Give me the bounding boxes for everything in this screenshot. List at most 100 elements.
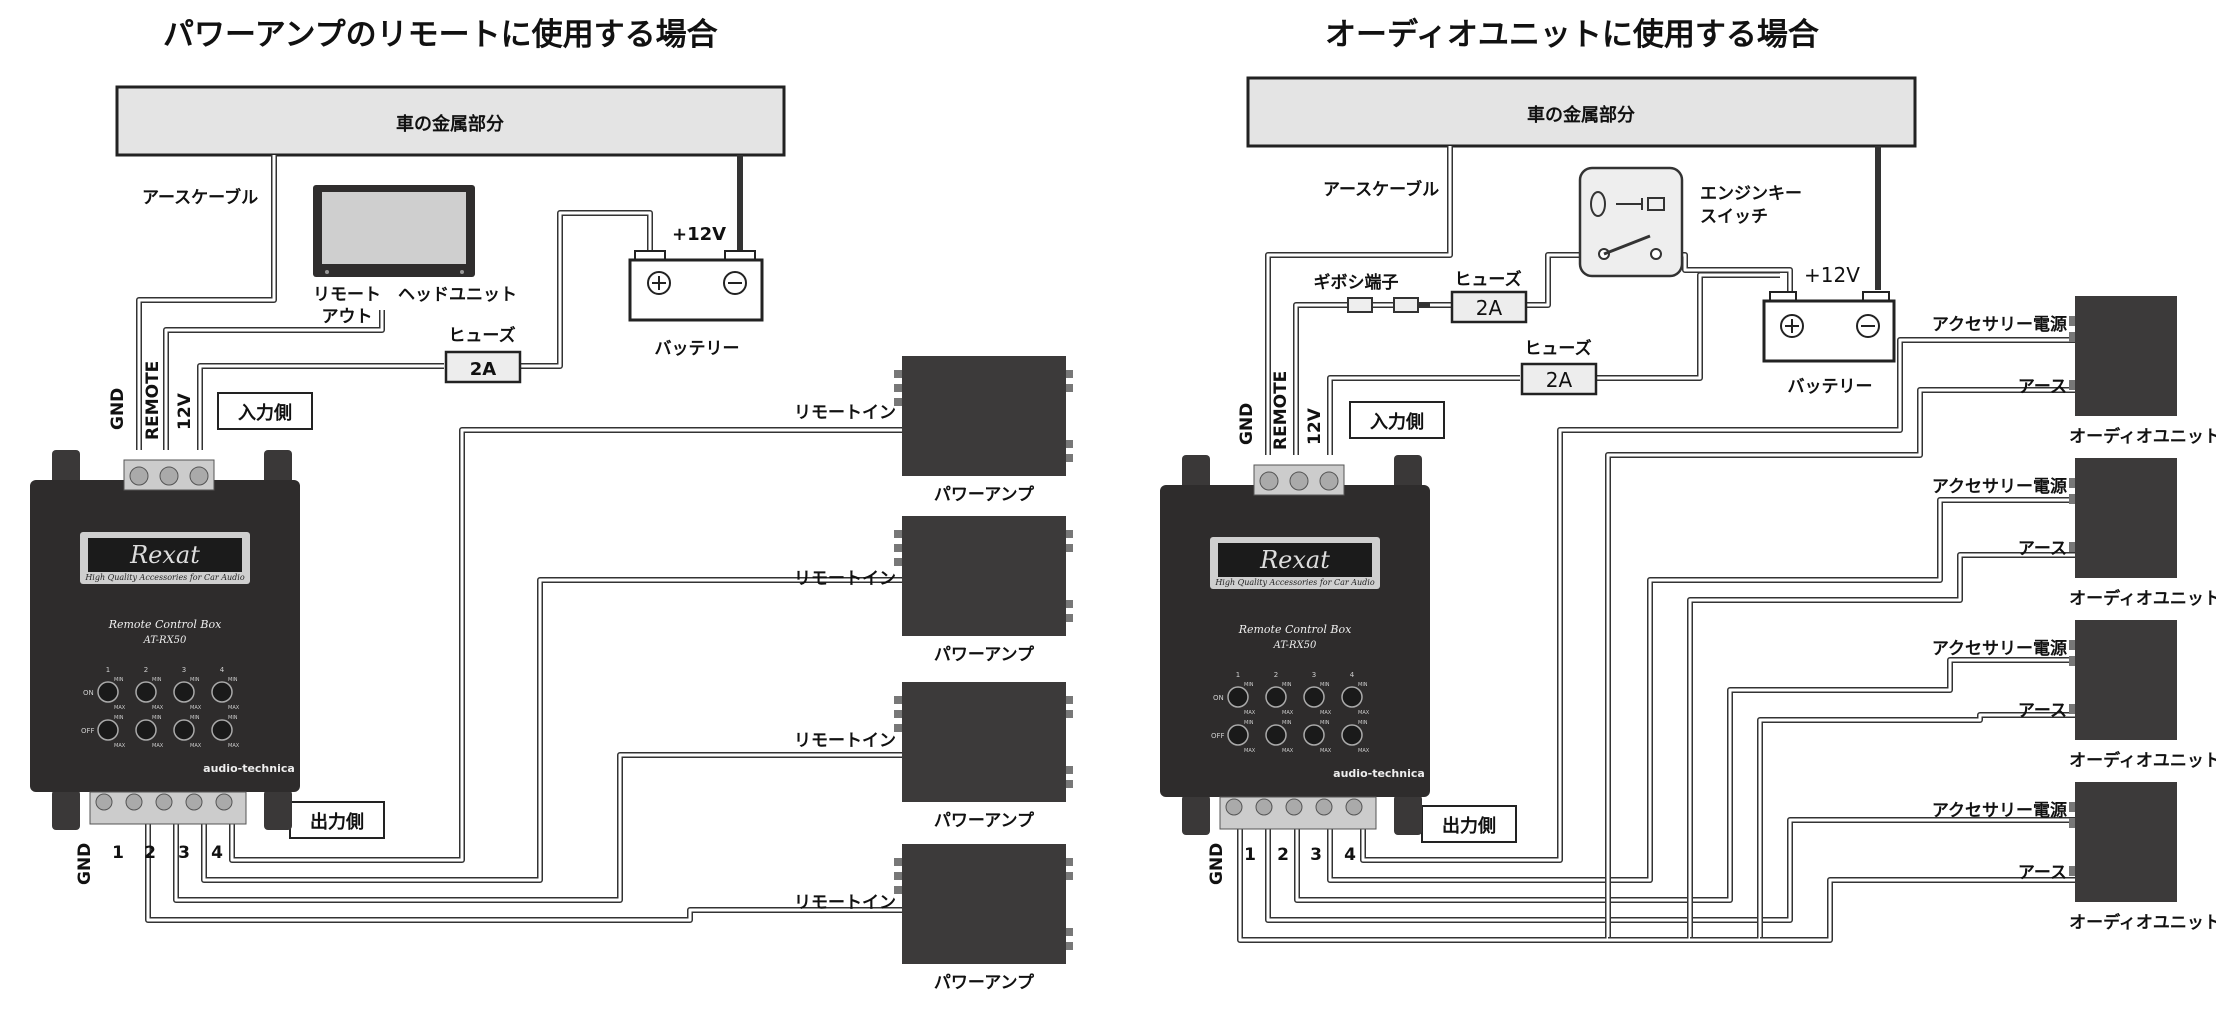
left-input-side: 入力側	[217, 392, 313, 430]
right-box-min-label: MIN	[1244, 720, 1254, 726]
right-box-channel-4: 4	[1350, 671, 1355, 679]
audio-unit-2-earth: アース	[2018, 539, 2067, 559]
right-title: オーディオユニットに使用する場合	[1325, 17, 1819, 53]
left-box-knob-2-on[interactable]	[135, 681, 157, 703]
gibosi-terminal: ギボシ端子	[1314, 272, 1430, 313]
right-box-min-label: MIN	[1358, 682, 1368, 688]
right-box-knob-4-off[interactable]	[1341, 724, 1363, 746]
left-output-terminal-labels: GND 1 2 3 4	[75, 843, 223, 885]
audio-unit-1-earth: アース	[2018, 377, 2067, 397]
right-battery-label: バッテリー	[1788, 377, 1873, 397]
power-amp-3-label: パワーアンプ	[934, 810, 1035, 831]
left-box-min-label: MIN	[228, 715, 238, 721]
power-amp-2: リモートイン パワーアンプ	[794, 516, 1073, 665]
right-box-on: ON	[1213, 694, 1224, 702]
left-box-knob-4-on[interactable]	[211, 681, 233, 703]
right-box-channel-3: 3	[1312, 671, 1316, 679]
left-metal-bar: 車の金属部分	[115, 85, 786, 157]
power-amp-2-remote-in: リモートイン	[794, 569, 896, 589]
right-box-max-label: MAX	[1282, 748, 1294, 754]
right-metal-bar-label: 車の金属部分	[1527, 104, 1635, 126]
left-out-4: 4	[211, 843, 223, 863]
right-box-max-label: MAX	[1282, 710, 1294, 716]
left-metal-bar-label: 車の金属部分	[396, 113, 504, 135]
left-box-knob-1-on[interactable]	[97, 681, 119, 703]
right-box-knob-4-on[interactable]	[1341, 686, 1363, 708]
right-box-knob-2-on[interactable]	[1265, 686, 1287, 708]
left-box-knob-3-on[interactable]	[173, 681, 195, 703]
left-box-min-label: MIN	[152, 677, 162, 683]
left-wires	[136, 155, 902, 923]
right-fuse-2-label: ヒューズ	[1524, 338, 1591, 359]
left-box-knob-1-off[interactable]	[97, 719, 119, 741]
right-box-max-label: MAX	[1358, 710, 1370, 716]
power-amp-3-remote-in: リモートイン	[794, 731, 896, 751]
power-amp-4-remote-in: リモートイン	[794, 893, 896, 913]
audio-unit-4-label: オーディオユニット	[2069, 912, 2216, 933]
right-box-knob-3-off[interactable]	[1303, 724, 1325, 746]
left-box-min-label: MIN	[190, 715, 200, 721]
right-output-terminal-labels: GND 1 2 3 4	[1207, 843, 1356, 885]
audio-unit-3-acc: アクセサリー電源	[1932, 638, 2067, 659]
left-box-min-label: MIN	[190, 677, 200, 683]
power-amp-1: リモートイン パワーアンプ	[794, 356, 1073, 505]
right-output-side: 出力側	[1421, 805, 1517, 843]
left-box-min-label: MIN	[114, 677, 124, 683]
right-box-max-label: MAX	[1358, 748, 1370, 754]
right-input-side-label: 入力側	[1370, 411, 1424, 433]
right-in-remote: REMOTE	[1271, 371, 1291, 450]
left-box-text: Rexat High Quality Accessories for Car A…	[81, 541, 295, 775]
audio-unit-3: アクセサリー電源 アース オーディオユニット	[1932, 620, 2216, 771]
audio-unit-2: アクセサリー電源 アース オーディオユニット	[1932, 458, 2216, 609]
right-out-2: 2	[1277, 845, 1289, 865]
right-box-model: AT-RX50	[1273, 640, 1317, 651]
left-box-knob-3-off[interactable]	[173, 719, 195, 741]
engine-switch-label-1: エンジンキー	[1700, 184, 1802, 204]
left-battery-label: バッテリー	[655, 339, 740, 359]
left-in-remote: REMOTE	[143, 361, 163, 440]
right-fuse-1-label: ヒューズ	[1454, 269, 1521, 290]
right-box-knob-3-on[interactable]	[1303, 686, 1325, 708]
right-box-off: OFF	[1211, 732, 1225, 740]
right-box-min-label: MIN	[1282, 682, 1292, 688]
right-box-max-label: MAX	[1244, 748, 1256, 754]
right-fuse-2-value: 2A	[1546, 368, 1573, 392]
left-box-channel-4: 4	[220, 666, 225, 674]
left-box-logo: Rexat	[129, 541, 200, 569]
left-fuse-label: ヒューズ	[448, 325, 515, 346]
left-box-off: OFF	[81, 727, 95, 735]
left-box-min-label: MIN	[114, 715, 124, 721]
right-box-min-label: MIN	[1244, 682, 1254, 688]
audio-unit-3-label: オーディオユニット	[2069, 750, 2216, 771]
right-box-knob-1-on[interactable]	[1227, 686, 1249, 708]
left-output-side-label: 出力側	[310, 811, 364, 833]
right-box-tagline: High Quality Accessories for Car Audio	[1214, 578, 1375, 587]
right-box-min-label: MIN	[1320, 682, 1330, 688]
right-earth-cable: アースケーブル	[1323, 179, 1439, 200]
right-fuse-1-value: 2A	[1476, 296, 1503, 320]
left-output-side: 出力側	[289, 801, 385, 839]
right-box-max-label: MAX	[1320, 710, 1332, 716]
left-in-gnd: GND	[108, 388, 128, 430]
power-amp-3: リモートイン パワーアンプ	[794, 682, 1073, 831]
audio-unit-4-earth: アース	[2018, 863, 2067, 883]
right-box-knob-1-off[interactable]	[1227, 724, 1249, 746]
right-box-knob-2-off[interactable]	[1265, 724, 1287, 746]
left-input-terminal-labels: GND REMOTE 12V	[108, 361, 195, 440]
left-out-gnd: GND	[75, 843, 95, 885]
power-amp-2-label: パワーアンプ	[934, 644, 1035, 665]
left-box-max-label: MAX	[190, 705, 202, 711]
head-unit-label: ヘッドユニット	[398, 285, 517, 305]
right-box-min-label: MIN	[1320, 720, 1330, 726]
left-box-channel-3: 3	[182, 666, 186, 674]
left-box-max-label: MAX	[152, 743, 164, 749]
audio-unit-2-acc: アクセサリー電源	[1932, 476, 2067, 497]
left-box-knob-2-off[interactable]	[135, 719, 157, 741]
audio-unit-1: アクセサリー電源 アース オーディオユニット	[1932, 296, 2216, 447]
engine-key-switch: エンジンキー スイッチ	[1578, 166, 1802, 278]
right-battery: +12V バッテリー	[1762, 263, 1896, 397]
left-box-knob-4-off[interactable]	[211, 719, 233, 741]
engine-switch-label-2: スイッチ	[1700, 207, 1768, 227]
left-out-2: 2	[144, 843, 156, 863]
left-box-min-label: MIN	[228, 677, 238, 683]
